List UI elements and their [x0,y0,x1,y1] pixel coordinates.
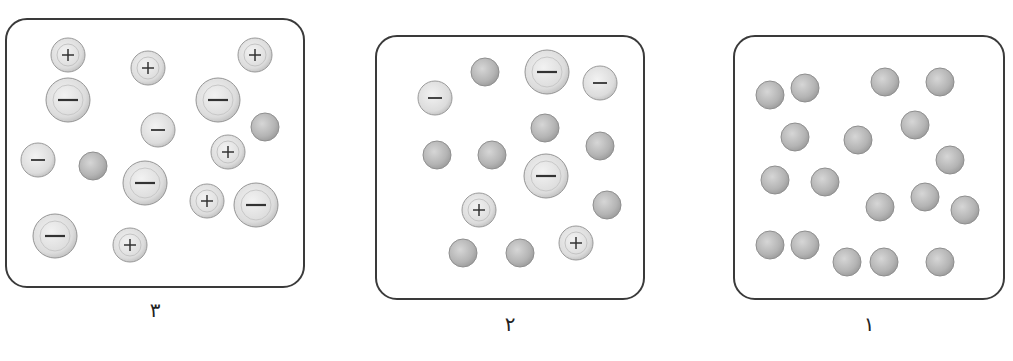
anion-particle [418,81,452,115]
neutral-particle [926,248,954,276]
neutral-particle [791,231,819,259]
cation-particle [190,184,224,218]
cation-particle [131,51,165,85]
neutral-particle [423,141,451,169]
box-number: ۱ [864,312,875,336]
anion-particle [196,78,240,122]
cation-particle [113,228,147,262]
cation-particle [559,226,593,260]
neutral-particle [791,74,819,102]
box-number: ۳ [150,298,161,322]
neutral-particle [901,111,929,139]
neutral-particle [531,114,559,142]
anion-particle [141,113,175,147]
neutral-particle [79,152,107,180]
neutral-particle [756,231,784,259]
anion-particle [46,78,90,122]
anion-particle [234,183,278,227]
neutral-particle [781,123,809,151]
neutral-particle [926,68,954,96]
neutral-particle [478,141,506,169]
cation-particle [462,193,496,227]
container-box: ۱ [733,35,1005,300]
neutral-particle [251,113,279,141]
anion-particle [123,161,167,205]
neutral-particle [911,183,939,211]
neutral-particle [871,68,899,96]
neutral-particle [761,166,789,194]
neutral-particle [870,248,898,276]
cation-particle [51,38,85,72]
cation-particle [211,135,245,169]
neutral-particle [811,168,839,196]
neutral-particle [471,58,499,86]
neutral-particle [506,239,534,267]
neutral-particle [449,239,477,267]
neutral-particle [593,191,621,219]
neutral-particle [833,248,861,276]
ion-particles [21,38,279,262]
neutral-particle [951,196,979,224]
mixed-particles [418,50,621,267]
anion-particle [33,214,77,258]
anion-particle [21,143,55,177]
neutral-particle [844,126,872,154]
neutral-particle [936,146,964,174]
neutral-particle [586,132,614,160]
neutral-particle [866,193,894,221]
neutral-particles [756,68,979,276]
box-number: ۲ [505,312,516,336]
container-box: ۲ [375,35,645,300]
container-box: ۳ [5,18,305,288]
neutral-particle [756,81,784,109]
anion-particle [583,66,617,100]
cation-particle [238,38,272,72]
anion-particle [524,154,568,198]
anion-particle [525,50,569,94]
